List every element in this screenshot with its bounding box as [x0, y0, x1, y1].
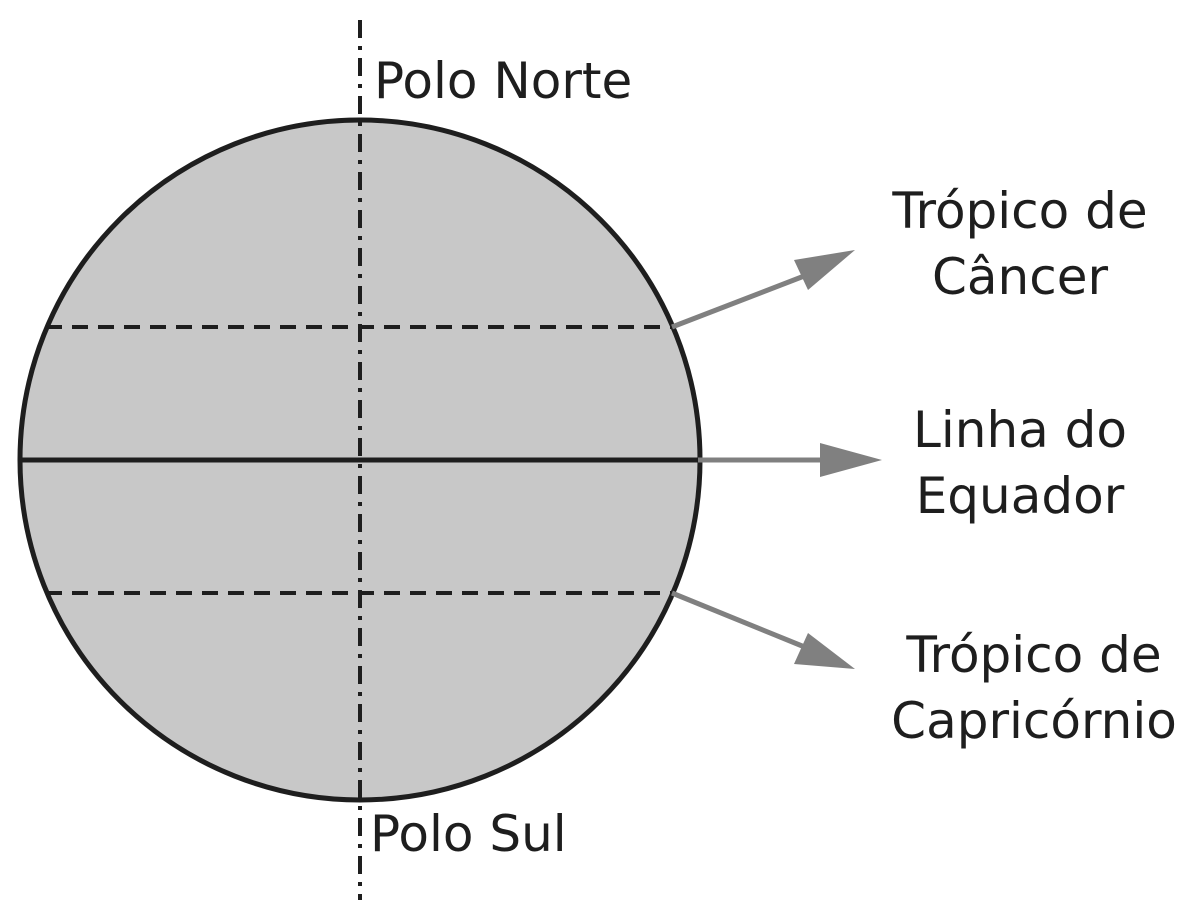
- capricorn-arrow-head: [794, 633, 855, 669]
- north-pole-label: Polo Norte: [374, 52, 633, 110]
- equator-arrow-head: [820, 443, 882, 477]
- equator-label-line1: Linha do: [913, 401, 1127, 459]
- equator-label-line2: Equador: [915, 467, 1125, 525]
- tropic-of-cancer-label-line1: Trópico de: [892, 182, 1148, 240]
- equator-label: Linha do Equador: [850, 397, 1190, 529]
- cancer-arrow-head: [794, 250, 855, 290]
- tropic-of-capricorn-label-line2: Capricórnio: [891, 692, 1177, 750]
- tropic-of-capricorn-label: Trópico de Capricórnio: [864, 622, 1204, 754]
- south-pole-label: Polo Sul: [370, 805, 567, 863]
- tropic-of-cancer-label: Trópico de Câncer: [850, 178, 1190, 310]
- cancer-arrow-shaft: [671, 270, 813, 330]
- tropic-of-capricorn-label-line1: Trópico de: [906, 626, 1162, 684]
- capricorn-arrow-shaft: [671, 590, 813, 653]
- tropic-of-cancer-label-line2: Câncer: [931, 248, 1109, 306]
